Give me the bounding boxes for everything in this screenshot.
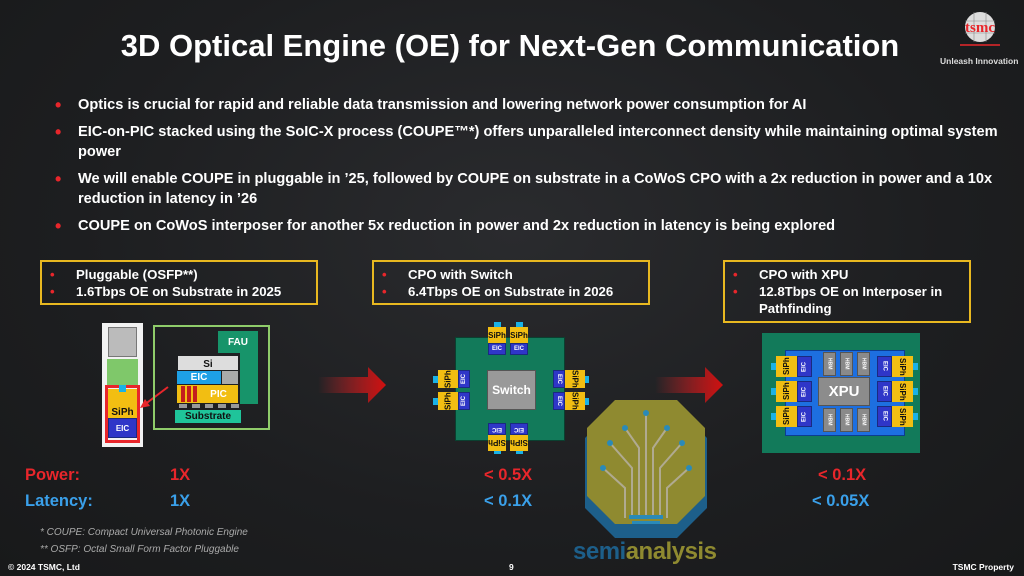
wordmark-part: semi (573, 538, 626, 565)
eic-chiplet: EIC (458, 392, 470, 410)
eic-chiplet: EIC (553, 392, 565, 410)
power-label: Power: (25, 466, 81, 484)
siph-chiplet: SiPh (892, 406, 913, 427)
fiber-connector (582, 376, 589, 383)
eic-chiplet: EIC (488, 343, 506, 355)
siph-chiplet: SiPh (565, 370, 585, 388)
bullet-item: Optics is crucial for rapid and reliable… (55, 95, 1005, 115)
latency-label: Latency: (25, 492, 93, 510)
eic-chiplet: EIC (877, 406, 892, 427)
power-value: 1X (170, 466, 191, 484)
hbm-stack: HBM (857, 408, 870, 432)
eic-chiplet: EIC (877, 381, 892, 402)
latency-value: < 0.1X (484, 492, 533, 510)
eic-chiplet: EIC (877, 356, 892, 377)
switch-die-label: Switch (487, 370, 536, 410)
fiber-connector (771, 413, 778, 420)
fiber-connector (771, 388, 778, 395)
fiber-connector (433, 376, 440, 383)
siph-chiplet: SiPh (510, 327, 528, 343)
power-value: < 0.1X (818, 466, 867, 484)
fiber-connector (582, 398, 589, 405)
power-value: < 0.5X (484, 466, 533, 484)
tsmc-logo: tsmc (960, 12, 1000, 46)
siph-chiplet: SiPh (488, 435, 506, 451)
eic-label: EIC (108, 418, 137, 438)
siph-chiplet: SiPh (892, 356, 913, 377)
latency-value: 1X (170, 492, 191, 510)
eic-label: EIC (177, 371, 221, 384)
hbm-stack: HBM (840, 408, 853, 432)
hbm-stack: HBM (857, 352, 870, 376)
fiber-connector (771, 363, 778, 370)
siph-chiplet: SiPh (510, 435, 528, 451)
logo-tagline: Unleash Innovation (940, 56, 1019, 66)
eic-chiplet: EIC (797, 406, 812, 427)
stage-item: CPO with XPU (733, 266, 961, 283)
eic-chiplet: EIC (510, 343, 528, 355)
siph-chiplet: SiPh (776, 381, 797, 402)
siph-chiplet: SiPh (892, 381, 913, 402)
fiber-connector (433, 398, 440, 405)
pic-label: PIC (177, 385, 238, 403)
siph-chiplet: SiPh (438, 370, 458, 388)
siph-chiplet: SiPh (776, 356, 797, 377)
si-label: Si (178, 356, 238, 370)
siph-chiplet: SiPh (488, 327, 506, 343)
latency-value: < 0.05X (812, 492, 870, 510)
page-number: 9 (509, 562, 514, 572)
eic-chiplet: EIC (458, 370, 470, 388)
bullet-item: We will enable COUPE in pluggable in ’25… (55, 169, 1005, 209)
coupe-stack-diagram: FAU Si EIC PIC Substrate (153, 325, 270, 430)
bullet-list: Optics is crucial for rapid and reliable… (55, 95, 1005, 243)
bullet-item: COUPE on CoWoS interposer for another 5x… (55, 216, 1005, 236)
fiber-connector (911, 363, 918, 370)
hbm-stack: HBM (823, 408, 836, 432)
hbm-stack: HBM (823, 352, 836, 376)
stage-item: 12.8Tbps OE on Interposer in Pathfinding (733, 283, 961, 317)
fiber-connector (911, 413, 918, 420)
siph-chiplet: SiPh (565, 392, 585, 410)
semianalysis-wordmark: semianalysis (573, 538, 717, 566)
copyright: © 2024 TSMC, Ltd (8, 562, 80, 572)
semianalysis-watermark (585, 400, 707, 538)
siph-chiplet: SiPh (776, 406, 797, 427)
fau-label: FAU (218, 331, 258, 353)
siph-label: SiPh (108, 389, 137, 418)
progression-arrow (318, 367, 386, 403)
substrate-label: Substrate (175, 410, 241, 423)
fiber-connector (911, 388, 918, 395)
pluggable-module-image: SiPh EIC (102, 323, 143, 447)
eic-chiplet: EIC (510, 423, 528, 435)
wordmark-part: analysis (625, 538, 717, 565)
stage-item: 1.6Tbps OE on Substrate in 2025 (50, 283, 308, 300)
bullet-item: EIC-on-PIC stacked using the SoIC-X proc… (55, 122, 1005, 162)
stage-item: CPO with Switch (382, 266, 640, 283)
fiber-connector (516, 322, 523, 329)
svg-text:tsmc: tsmc (965, 20, 995, 36)
eic-chiplet: EIC (553, 370, 565, 388)
eic-chiplet: EIC (797, 381, 812, 402)
stage-item: Pluggable (OSFP**) (50, 266, 308, 283)
property-notice: TSMC Property (952, 562, 1014, 572)
stage-box-cpo-switch: CPO with Switch 6.4Tbps OE on Substrate … (372, 260, 650, 305)
siph-chiplet: SiPh (438, 392, 458, 410)
progression-arrow (655, 367, 723, 403)
hbm-stack: HBM (840, 352, 853, 376)
fiber-connector (494, 322, 501, 329)
stage-item: 6.4Tbps OE on Substrate in 2026 (382, 283, 640, 300)
footnote: ** OSFP: Octal Small Form Factor Pluggab… (40, 544, 239, 555)
stage-box-pluggable: Pluggable (OSFP**) 1.6Tbps OE on Substra… (40, 260, 318, 305)
pointer-arrow (140, 386, 169, 408)
xpu-die-label: XPU (818, 377, 870, 406)
footnote: * COUPE: Compact Universal Photonic Engi… (40, 527, 248, 538)
slide-title: 3D Optical Engine (OE) for Next-Gen Comm… (120, 28, 900, 63)
eic-chiplet: EIC (797, 356, 812, 377)
stage-box-cpo-xpu: CPO with XPU 12.8Tbps OE on Interposer i… (723, 260, 971, 323)
eic-chiplet: EIC (488, 423, 506, 435)
